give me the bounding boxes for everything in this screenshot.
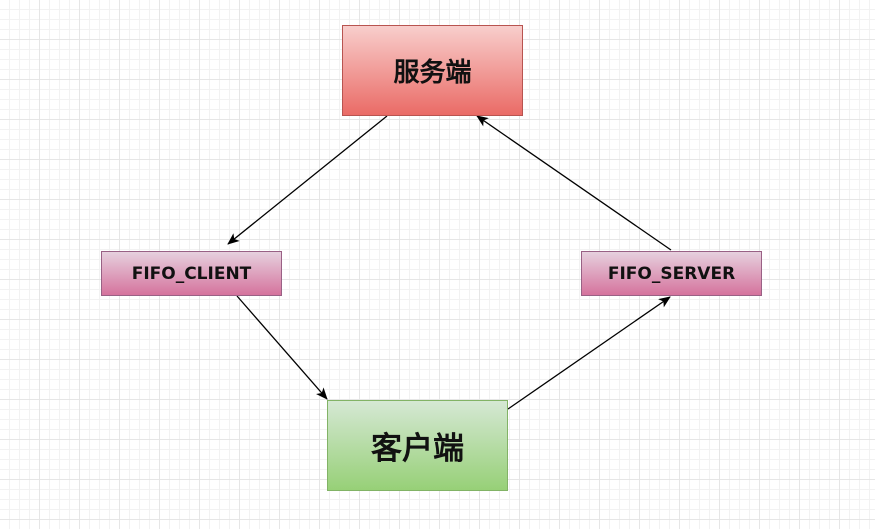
fifo-server-node[interactable]: FIFO_SERVER xyxy=(581,251,762,296)
client-node[interactable]: 客户端 xyxy=(327,400,508,491)
server-node-label: 服务端 xyxy=(393,58,472,88)
client-node-label: 客户端 xyxy=(371,431,464,467)
server-node[interactable]: 服务端 xyxy=(342,25,523,116)
edge-fifo-server-to-server xyxy=(476,115,672,251)
edge-fifo-client-to-client xyxy=(236,295,328,400)
fifo-client-node-label: FIFO_CLIENT xyxy=(131,263,252,284)
fifo-server-node-label: FIFO_SERVER xyxy=(607,263,736,284)
edge-client-to-fifo-server xyxy=(507,296,671,410)
edge-server-to-fifo-client xyxy=(227,115,388,245)
fifo-client-node[interactable]: FIFO_CLIENT xyxy=(101,251,282,296)
